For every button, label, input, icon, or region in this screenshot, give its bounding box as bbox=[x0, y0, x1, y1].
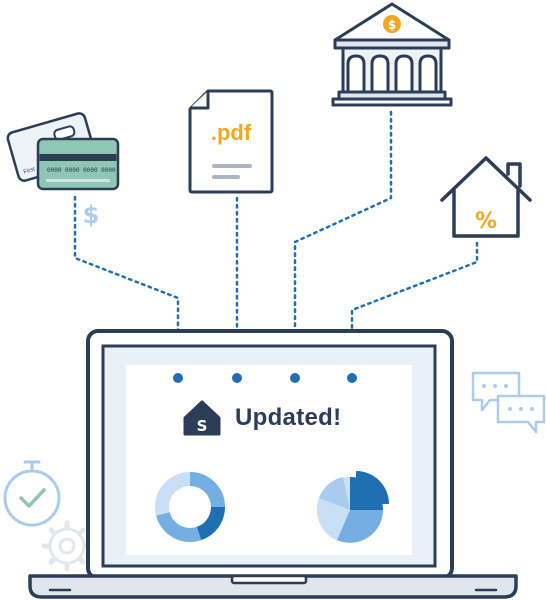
bank-coin-glyph: $ bbox=[388, 18, 396, 32]
laptop bbox=[28, 329, 518, 599]
bank-coin bbox=[383, 15, 401, 33]
logo-icon: S bbox=[183, 400, 221, 436]
dollar-icon: $ bbox=[83, 201, 100, 229]
stopwatch-check-icon bbox=[3, 460, 61, 527]
percent-icon: % bbox=[475, 209, 497, 234]
status-message: Updated! bbox=[235, 404, 341, 431]
connector-dots bbox=[173, 373, 357, 383]
house-percent-icon bbox=[440, 156, 532, 238]
connector-bank bbox=[293, 110, 393, 379]
gear-icon bbox=[41, 520, 93, 572]
pdf-file-icon: .pdf bbox=[188, 89, 274, 194]
card-number: 0000 0000 0000 0000 bbox=[47, 167, 116, 174]
pie-chart-icon bbox=[316, 471, 389, 543]
donut-chart-icon bbox=[155, 472, 225, 542]
connector-house bbox=[350, 241, 479, 379]
card-back-name: First bbox=[23, 167, 36, 176]
credit-card-icon: First 0000 0000 0000 0000 bbox=[6, 112, 120, 191]
logo-letter: S bbox=[197, 417, 208, 435]
chat-bubbles-icon bbox=[471, 371, 546, 434]
pdf-label: .pdf bbox=[211, 120, 252, 145]
laptop-base bbox=[28, 574, 518, 599]
